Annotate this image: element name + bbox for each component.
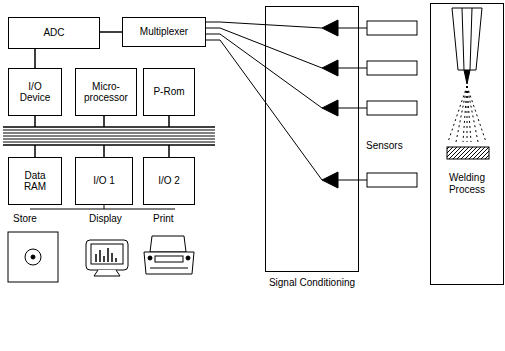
box-label: I/O 1: [93, 175, 115, 187]
conditioning-panel: Signal Conditioning: [265, 6, 359, 272]
box-label: P-Rom: [153, 86, 184, 98]
process-panel: Welding Process: [430, 3, 504, 285]
workpiece: [447, 147, 489, 159]
box-label: Micro- processor: [79, 81, 133, 104]
process-box: Micro- processor: [75, 68, 137, 116]
sensor-boxes: [367, 21, 417, 187]
box-label: ADC: [43, 27, 64, 39]
weld-spray: [448, 86, 486, 142]
bus-stubs: [35, 116, 169, 157]
box-label: I/O Device: [15, 81, 55, 104]
output-label: Display: [88, 213, 123, 225]
process-box: I/O Device: [8, 68, 62, 116]
connector: [100, 31, 122, 33]
amplifier-symbols: [322, 20, 338, 188]
box-label: Multiplexer: [140, 26, 188, 38]
box-label: Welding Process: [442, 172, 492, 195]
store-icon: [8, 232, 58, 282]
group-label: Sensors: [365, 140, 404, 152]
process-box: ADC: [8, 17, 100, 49]
output-label: Store: [12, 213, 38, 225]
process-box: I/O 2: [143, 157, 195, 205]
box-label: Data RAM: [18, 170, 52, 193]
output-label: Print: [152, 213, 175, 225]
display-icon: [86, 240, 128, 276]
process-box: P-Rom: [143, 68, 195, 116]
sensor-wires: [338, 28, 367, 180]
box-label: I/O 2: [158, 175, 180, 187]
process-box: Data RAM: [8, 157, 62, 205]
printer-icon: [144, 236, 194, 274]
connector: [34, 49, 36, 68]
panel-heading: Signal Conditioning: [266, 277, 358, 289]
system-bus: [3, 127, 215, 145]
welding-torch: [452, 8, 482, 84]
process-box: Multiplexer: [122, 17, 206, 47]
multiplexer-wires: [206, 22, 322, 180]
process-box: I/O 1: [75, 157, 133, 205]
output-wires: [30, 205, 175, 209]
